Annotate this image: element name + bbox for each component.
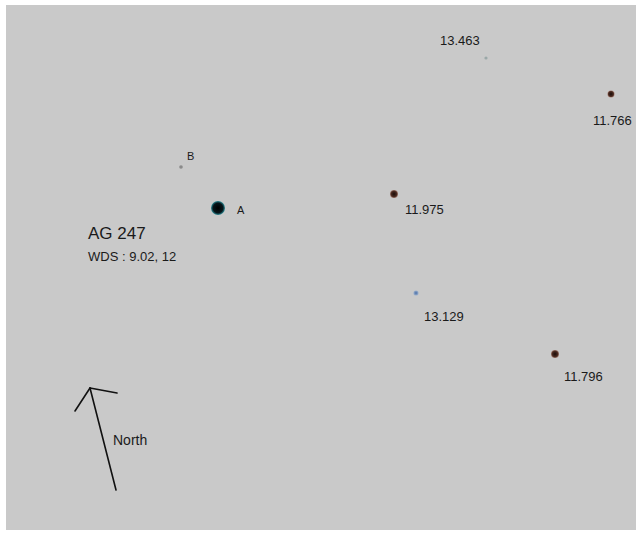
star-magnitude: 11.975 [405,203,444,216]
component-label: A [237,205,244,216]
star-name: AG 247 [88,225,146,242]
star-magnitude: 11.796 [564,370,603,383]
star-a [211,201,225,215]
field-star [390,190,398,198]
star-magnitude: 13.129 [424,310,464,323]
field-star [608,91,615,98]
star-magnitude: 13.463 [440,34,480,47]
field-star [551,350,559,358]
star-magnitude: 11.766 [593,114,632,127]
component-label: B [187,151,194,162]
field-star [413,290,418,295]
catalog-note: WDS : 9.02, 12 [88,250,176,263]
direction-label: North [113,433,147,447]
star-b [179,165,183,169]
north-arrow [75,388,117,490]
sky-background [6,5,636,530]
field-star [484,56,487,59]
